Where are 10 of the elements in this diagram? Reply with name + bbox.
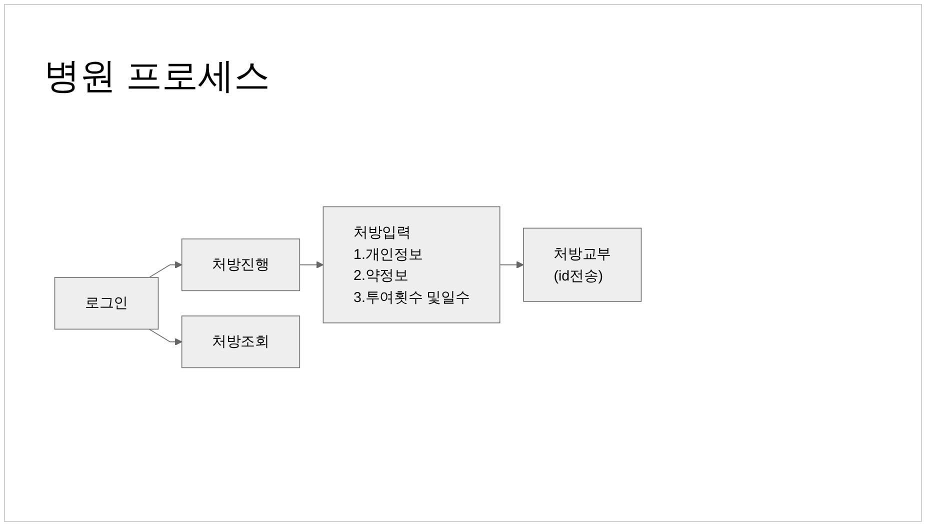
process-box: 처방교부 (id전송)	[523, 228, 642, 302]
process-box: 로그인	[54, 277, 159, 330]
process-box: 처방조회	[181, 316, 300, 368]
arrow	[148, 261, 182, 278]
diagram-title: 병원 프로세스	[44, 54, 270, 98]
arrow	[499, 261, 524, 268]
arrow	[299, 261, 324, 268]
process-box: 처방진행	[181, 238, 300, 292]
process-box: 처방입력 1.개인정보 2.약정보 3.투여횟수 및일수	[322, 206, 500, 324]
arrow	[148, 328, 182, 346]
